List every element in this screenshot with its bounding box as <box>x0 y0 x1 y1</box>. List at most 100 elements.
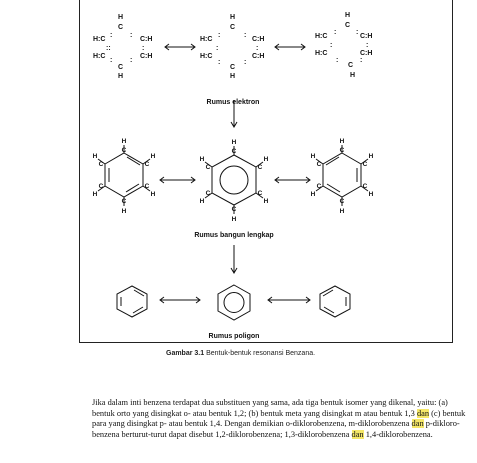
svg-text:C: C <box>348 62 353 69</box>
svg-text:H:C: H:C <box>200 53 212 60</box>
svg-text:C: C <box>145 183 150 190</box>
svg-text:C: C <box>232 206 237 213</box>
svg-text:C: C <box>317 183 322 190</box>
benzene-circle-structure <box>204 146 264 214</box>
svg-text:C: C <box>230 64 235 71</box>
svg-text:C: C <box>230 24 235 31</box>
paragraph-line: Jika dalam inti benzena terdapat dua sub… <box>92 398 448 407</box>
svg-text:H: H <box>151 191 156 198</box>
svg-text::: : <box>218 32 220 39</box>
figure-caption: Gambar 3.1 Bentuk-bentuk resonansi Benza… <box>166 350 466 357</box>
svg-text::: : <box>244 32 246 39</box>
svg-text:C: C <box>122 198 127 205</box>
svg-text:H:C: H:C <box>315 50 327 57</box>
svg-text::: : <box>130 57 132 64</box>
svg-text:C: C <box>258 164 263 171</box>
arrow-head <box>190 43 196 51</box>
svg-text:C: C <box>363 161 368 168</box>
svg-text:C: C <box>317 161 322 168</box>
svg-text::: : <box>218 59 220 66</box>
svg-text:C:H: C:H <box>252 53 264 60</box>
svg-text:H: H <box>340 138 345 145</box>
kekule-polygon-right <box>319 285 351 318</box>
svg-text:H: H <box>122 138 127 145</box>
benzene-circle-polygon <box>217 284 251 321</box>
kekule-structure-left <box>97 145 151 206</box>
svg-text:H: H <box>200 156 205 163</box>
svg-text::: : <box>330 42 332 49</box>
kekule-structure-right <box>315 145 369 206</box>
svg-text:C: C <box>118 64 123 71</box>
svg-text::: : <box>366 42 368 49</box>
highlighted-word: dan <box>411 419 424 429</box>
svg-text:H: H <box>118 14 123 21</box>
svg-text:C: C <box>232 148 237 155</box>
svg-text::: : <box>356 29 358 36</box>
svg-text:H:C: H:C <box>200 36 212 43</box>
figure-frame <box>79 0 453 343</box>
svg-text:H: H <box>93 191 98 198</box>
svg-text:H: H <box>311 191 316 198</box>
structural-formula-label: Rumus bangun lengkap <box>194 232 273 239</box>
svg-text:C: C <box>363 183 368 190</box>
svg-text:C: C <box>206 164 211 171</box>
svg-text:C: C <box>118 24 123 31</box>
arrow-head <box>159 176 165 184</box>
svg-text:H: H <box>122 208 127 215</box>
electron-dot-formula-middle: H C H:C C:H H:C C:H C H :: :: :: <box>200 14 264 80</box>
svg-text::: : <box>244 59 246 66</box>
body-paragraph: Jika dalam inti benzena terdapat dua sub… <box>92 398 466 441</box>
svg-text:H:C: H:C <box>93 36 105 43</box>
svg-text:H: H <box>93 153 98 160</box>
svg-text::: : <box>360 57 362 64</box>
svg-text:C:H: C:H <box>360 33 372 40</box>
svg-text:C: C <box>99 161 104 168</box>
arrow-head <box>274 43 280 51</box>
highlighted-word: dan <box>351 430 364 440</box>
paragraph-line: bentuk orto yang disingkat o- atau bentu… <box>92 408 466 418</box>
svg-text:H: H <box>369 153 374 160</box>
svg-text:C:H: C:H <box>140 53 152 60</box>
svg-text::: : <box>130 32 132 39</box>
arrow-head <box>274 176 280 184</box>
svg-text:C: C <box>340 198 345 205</box>
svg-text:::: :: <box>106 45 111 52</box>
highlighted-word: dan <box>416 408 430 418</box>
arrow-head <box>159 296 165 304</box>
arrow-head <box>190 176 196 184</box>
arrow-head <box>305 296 311 304</box>
polygon-formula-label: Rumus poligon <box>209 333 260 340</box>
svg-text:C:H: C:H <box>360 50 372 57</box>
svg-text::: : <box>216 45 218 52</box>
svg-text:C: C <box>345 22 350 29</box>
svg-text:H: H <box>232 139 237 146</box>
svg-text:C: C <box>258 190 263 197</box>
svg-text:C: C <box>340 147 345 154</box>
arrow-head <box>305 176 311 184</box>
svg-text:C: C <box>206 190 211 197</box>
svg-text:H: H <box>369 191 374 198</box>
svg-text:C: C <box>122 147 127 154</box>
arrow-head <box>230 267 238 274</box>
caption-text: Bentuk-bentuk resonansi Benzana. <box>206 350 316 357</box>
arrow-head <box>300 43 306 51</box>
arrow-head <box>230 121 238 128</box>
svg-text::: : <box>336 57 338 64</box>
svg-text:H: H <box>264 198 269 205</box>
svg-text:C: C <box>99 183 104 190</box>
svg-text:H: H <box>151 153 156 160</box>
electron-formula-label: Rumus elektron <box>207 99 260 106</box>
svg-text:H: H <box>232 216 237 223</box>
svg-text:H: H <box>264 156 269 163</box>
svg-text:C: C <box>145 161 150 168</box>
svg-text::: : <box>142 45 144 52</box>
svg-text::: : <box>110 57 112 64</box>
arrow-head <box>164 43 170 51</box>
svg-text:H: H <box>350 72 355 79</box>
svg-text:C:H: C:H <box>140 36 152 43</box>
svg-text:H:C: H:C <box>93 53 105 60</box>
svg-text:H:C: H:C <box>315 33 327 40</box>
electron-dot-formula-left: H C H:C C:H H:C C:H C H :: :: ::: <box>93 14 152 80</box>
paragraph-line: para yang disingkat p- atau bentuk 1,4. … <box>92 419 460 429</box>
